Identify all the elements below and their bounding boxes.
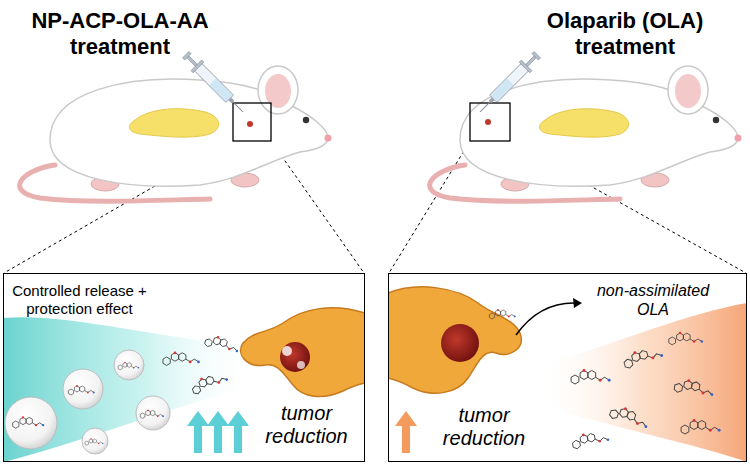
up-arrow [395, 411, 417, 453]
nanoparticle [68, 385, 94, 395]
right-panel-art [388, 273, 747, 462]
nanoparticle [114, 350, 144, 380]
tumor [280, 342, 310, 372]
nanoparticle [5, 397, 57, 449]
left-panel-art [3, 273, 365, 462]
right-panel-art [489, 309, 515, 319]
right-panel-art [571, 429, 610, 449]
zoom-square [470, 103, 510, 141]
syringe [180, 49, 248, 117]
right-panel-art [622, 344, 664, 369]
drug-note: non-assimilated OLA [587, 282, 719, 320]
right-panel-art [609, 403, 651, 431]
nanoparticle [63, 369, 103, 409]
curved-arrow [516, 303, 578, 335]
up-arrows [187, 411, 209, 453]
right-panel-art [681, 419, 721, 434]
left-panel-art [282, 346, 292, 356]
zoom-panel: non-assimilated OLA tumor reduction [388, 273, 747, 462]
panel-heading: NP-ACP-OLA-AA treatment [15, 8, 225, 60]
left-panel-art [3, 317, 258, 462]
right-panel-art [674, 377, 716, 399]
nanoparticle [136, 396, 170, 430]
up-arrows [207, 411, 229, 453]
zoom-square [485, 119, 491, 125]
panel-heading: Olaparib (OLA) treatment [530, 8, 720, 60]
nanoparticle [5, 350, 170, 454]
release-note: Controlled release + protection effect [12, 282, 147, 317]
zoom-square [233, 103, 271, 141]
zoom-panel: Controlled release + protection effect tu… [3, 273, 365, 462]
nanoparticle [140, 409, 164, 418]
effect-label: tumor reduction [254, 402, 359, 448]
mouse [20, 66, 332, 201]
left-panel-art [204, 333, 240, 354]
right-panel-art [388, 273, 747, 462]
tumor [441, 324, 479, 362]
zoom-lines [389, 141, 470, 273]
up-arrows [187, 411, 249, 453]
left-panel-art [297, 361, 305, 369]
left-panel-art [163, 351, 200, 365]
nanoparticle [118, 362, 139, 370]
nanoparticle [85, 438, 103, 445]
zoom-square [233, 103, 510, 141]
up-arrows [227, 411, 249, 453]
left-panel-art [190, 369, 229, 395]
nanoparticle [13, 416, 45, 428]
pancreas [241, 308, 365, 397]
right-panel-art [388, 273, 747, 462]
mouse [430, 66, 742, 201]
right-panel-art [573, 298, 582, 308]
nanoparticle [82, 428, 108, 454]
syringe [475, 49, 543, 117]
zoom-square [247, 121, 253, 127]
right-panel-art [538, 303, 747, 462]
left-panel-art [3, 273, 365, 462]
zoom-lines [271, 141, 364, 273]
right-panel-art [571, 369, 611, 384]
right-panel-art [669, 332, 703, 345]
left-panel-art [3, 273, 365, 462]
pancreas [388, 287, 521, 393]
effect-label: tumor reduction [429, 404, 539, 450]
